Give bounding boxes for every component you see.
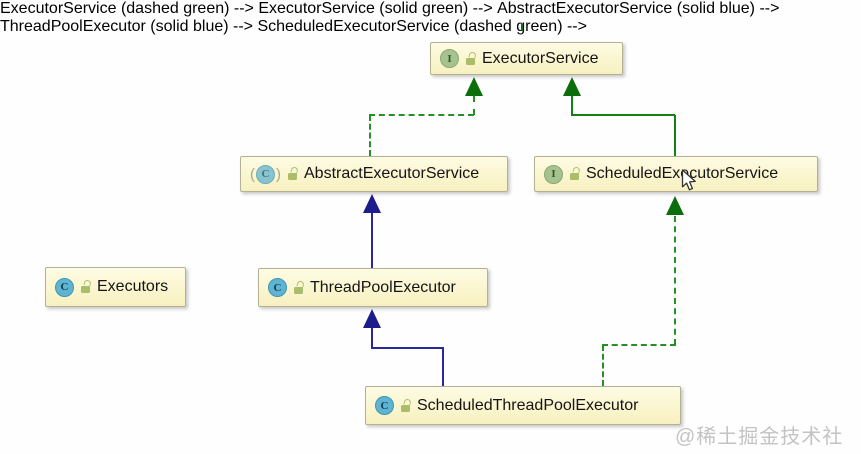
class-icon: C (55, 277, 74, 297)
mouse-cursor-icon (681, 169, 696, 191)
inheritance-arrowhead (465, 77, 483, 96)
inheritance-arrowhead (363, 194, 381, 213)
edge-ses-extends-es-segment (571, 96, 573, 115)
class-icon: C (268, 278, 287, 297)
watermark-text: @稀土掘金技术社区 (675, 426, 844, 448)
edge-stpe-implements-ses-segment (674, 216, 676, 345)
edge-ses-extends-es-segment (571, 114, 675, 116)
class-name-label: AbstractExecutorService (304, 165, 480, 182)
edge-stpe-implements-ses-segment (602, 344, 676, 346)
class-node-thread-pool-executor[interactable]: C ThreadPoolExecutor (258, 268, 488, 307)
class-icon: C (375, 396, 394, 415)
class-node-executor-service[interactable]: I ExecutorService (430, 42, 623, 75)
inheritance-arrowhead (666, 196, 684, 215)
edge-stpe-extends-tpe-segment (371, 328, 373, 348)
edge-stpe-extends-tpe-segment (442, 348, 444, 386)
unlocked-padlock-icon (466, 57, 475, 65)
edge-aes-implements-es-segment (369, 114, 474, 116)
class-node-scheduled-thread-pool-executor[interactable]: C ScheduledThreadPoolExecutor (365, 386, 681, 425)
edge-aes-implements-es-segment (473, 96, 475, 115)
class-name-label: ExecutorService (482, 49, 599, 67)
edge-stpe-extends-tpe-segment (371, 347, 444, 349)
unlocked-padlock-icon (294, 286, 303, 294)
unlocked-padlock-icon (570, 173, 579, 180)
edge-tpe-extends-aes-segment (371, 212, 373, 268)
edge-aes-implements-es-segment (369, 115, 371, 156)
interface-icon: I (544, 164, 563, 184)
class-node-executors[interactable]: C Executors (45, 267, 186, 307)
inheritance-arrowhead (563, 77, 581, 96)
class-name-label: ThreadPoolExecutor (310, 278, 456, 296)
class-node-scheduled-executor-service[interactable]: I ScheduledExecutorService (534, 156, 818, 192)
class-node-abstract-executor-service[interactable]: C AbstractExecutorService (240, 156, 508, 192)
interface-icon: I (440, 49, 459, 68)
unlocked-padlock-icon (81, 286, 90, 293)
class-name-label: Executors (97, 278, 169, 295)
unlocked-padlock-icon (288, 173, 297, 180)
inheritance-arrowhead (363, 309, 381, 328)
class-name-label: ScheduledThreadPoolExecutor (417, 396, 639, 414)
abstract-class-icon: C (250, 164, 281, 184)
edge-stub-to-executor (521, 24, 523, 31)
unlocked-padlock-icon (401, 404, 410, 412)
edge-stpe-implements-ses-segment (602, 345, 604, 386)
edge-ses-extends-es-segment (674, 115, 676, 156)
